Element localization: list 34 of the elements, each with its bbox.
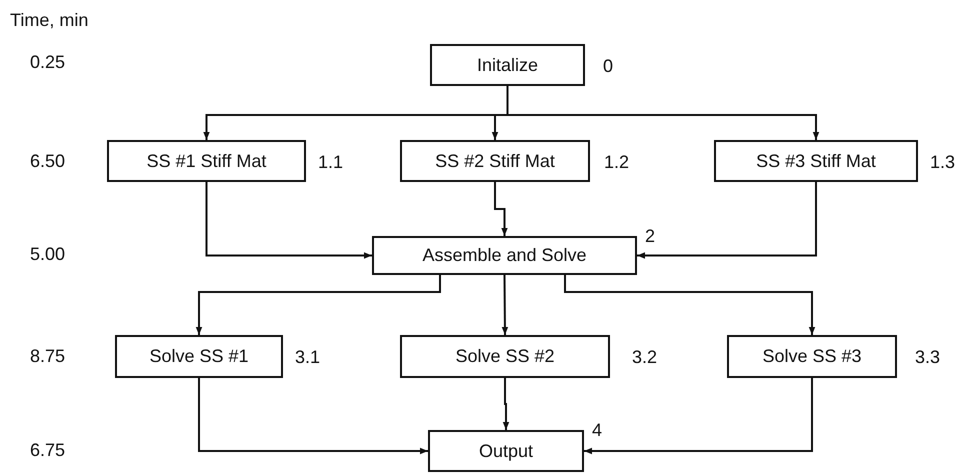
arrow [584, 378, 813, 454]
arrow [196, 275, 441, 335]
time-value: 6.75 [30, 440, 66, 461]
time-value: 6.50 [30, 151, 66, 172]
arrow [206, 182, 372, 259]
step-name: Solve SS #3 [762, 346, 862, 367]
step-number: 1.1 [318, 152, 344, 173]
step-number: 3.1 [295, 347, 320, 368]
arrow [564, 275, 816, 335]
time-value: 5.00 [30, 244, 66, 265]
step-number: 0 [603, 56, 614, 77]
arrow [198, 378, 428, 454]
time-value: 8.75 [30, 346, 66, 367]
time-value: 0.25 [30, 52, 66, 73]
step-number: 2 [645, 226, 656, 247]
arrow [506, 86, 820, 140]
step-name: Output [478, 440, 534, 462]
arrow [494, 182, 508, 236]
step-name: SS #2 Stiff Mat [435, 150, 555, 172]
arrow [502, 378, 510, 430]
step-name: Solve SS #1 [149, 346, 249, 367]
arrow [637, 182, 817, 259]
step-number: 4 [592, 420, 602, 441]
axis-title: Time, min [10, 10, 88, 31]
step-number: 1.3 [930, 152, 956, 173]
step-number: 3.2 [632, 347, 658, 368]
step-number: 1.2 [604, 152, 630, 173]
step-name: Assemble and Solve [422, 245, 587, 266]
step-number: 3.3 [915, 347, 940, 368]
step-name: SS #1 Stiff Mat [146, 150, 266, 172]
arrow [502, 275, 508, 335]
step-name: Solve SS #2 [455, 346, 555, 367]
step-name: SS #3 Stiff Mat [756, 150, 876, 172]
step-name: Initalize [476, 54, 538, 76]
